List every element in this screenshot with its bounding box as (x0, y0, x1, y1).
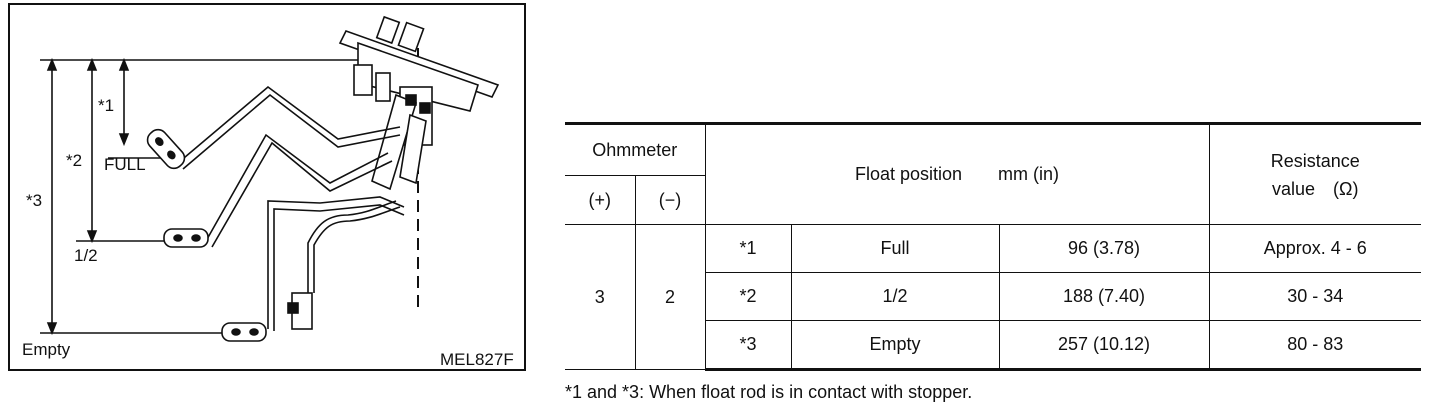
connector (287, 292, 313, 330)
row-position: 1/2 (790, 272, 1000, 321)
row-resistance: Approx. 4 - 6 (1208, 224, 1421, 273)
figure-code: MEL827F (440, 350, 514, 369)
minus-terminal-value: 2 (634, 224, 706, 370)
float-position-header: Float position mm (in) (704, 122, 1210, 225)
ohmmeter-header: Ohmmeter (565, 122, 706, 176)
resistance-header-line2: value (Ω) (1272, 178, 1359, 199)
diagram-frame (8, 3, 526, 371)
table-row: 3 2 *1 Full 96 (3.78) Approx. 4 - 6 (565, 224, 1421, 370)
row-measurement: 257 (10.12) (998, 320, 1210, 371)
label-half: 1/2 (74, 246, 98, 265)
float-arms (177, 85, 405, 331)
sender-unit (338, 15, 500, 191)
dimension-arrows (46, 57, 130, 336)
footnote: *1 and *3: When float rod is in contact … (565, 382, 973, 402)
reference-lines (40, 59, 413, 334)
table-row: *3 Empty 257 (10.12) 80 - 83 (565, 320, 1421, 371)
row-position: Full (790, 224, 1000, 273)
row-ref: *1 (704, 224, 792, 273)
plus-terminal-value: 3 (565, 224, 636, 370)
label-ref-1: *1 (98, 96, 115, 115)
minus-terminal-header: (−) (634, 175, 705, 225)
resistance-header-line1: Resistance (1270, 150, 1360, 171)
row-position: Empty (790, 320, 1000, 371)
resistance-spec-table: Ohmmeter Float position mm (in) Resistan… (565, 122, 1421, 371)
table-header-row: Ohmmeter Float position mm (in) Resistan… (565, 122, 1421, 225)
floats (146, 128, 267, 342)
diagram-drawing (8, 3, 526, 371)
label-ref-2: *2 (66, 151, 83, 170)
label-ref-3: *3 (26, 191, 43, 210)
label-full: FULL (104, 155, 146, 174)
row-resistance: 30 - 34 (1208, 272, 1421, 321)
row-measurement: 188 (7.40) (998, 272, 1210, 321)
row-ref: *2 (705, 272, 792, 321)
row-measurement: 96 (3.78) (998, 224, 1210, 273)
resistance-header: Resistance value (Ω) (1208, 122, 1421, 225)
plus-terminal-header: (+) (565, 175, 636, 225)
table-subheader-row: (+) (−) (565, 175, 1421, 225)
row-resistance: 80 - 83 (1208, 320, 1421, 371)
label-empty: Empty (22, 340, 71, 359)
row-ref: *3 (705, 320, 792, 371)
fuel-gauge-sender-diagram: *1 *2 *3 FULL 1/2 Empty MEL827F (8, 3, 526, 371)
